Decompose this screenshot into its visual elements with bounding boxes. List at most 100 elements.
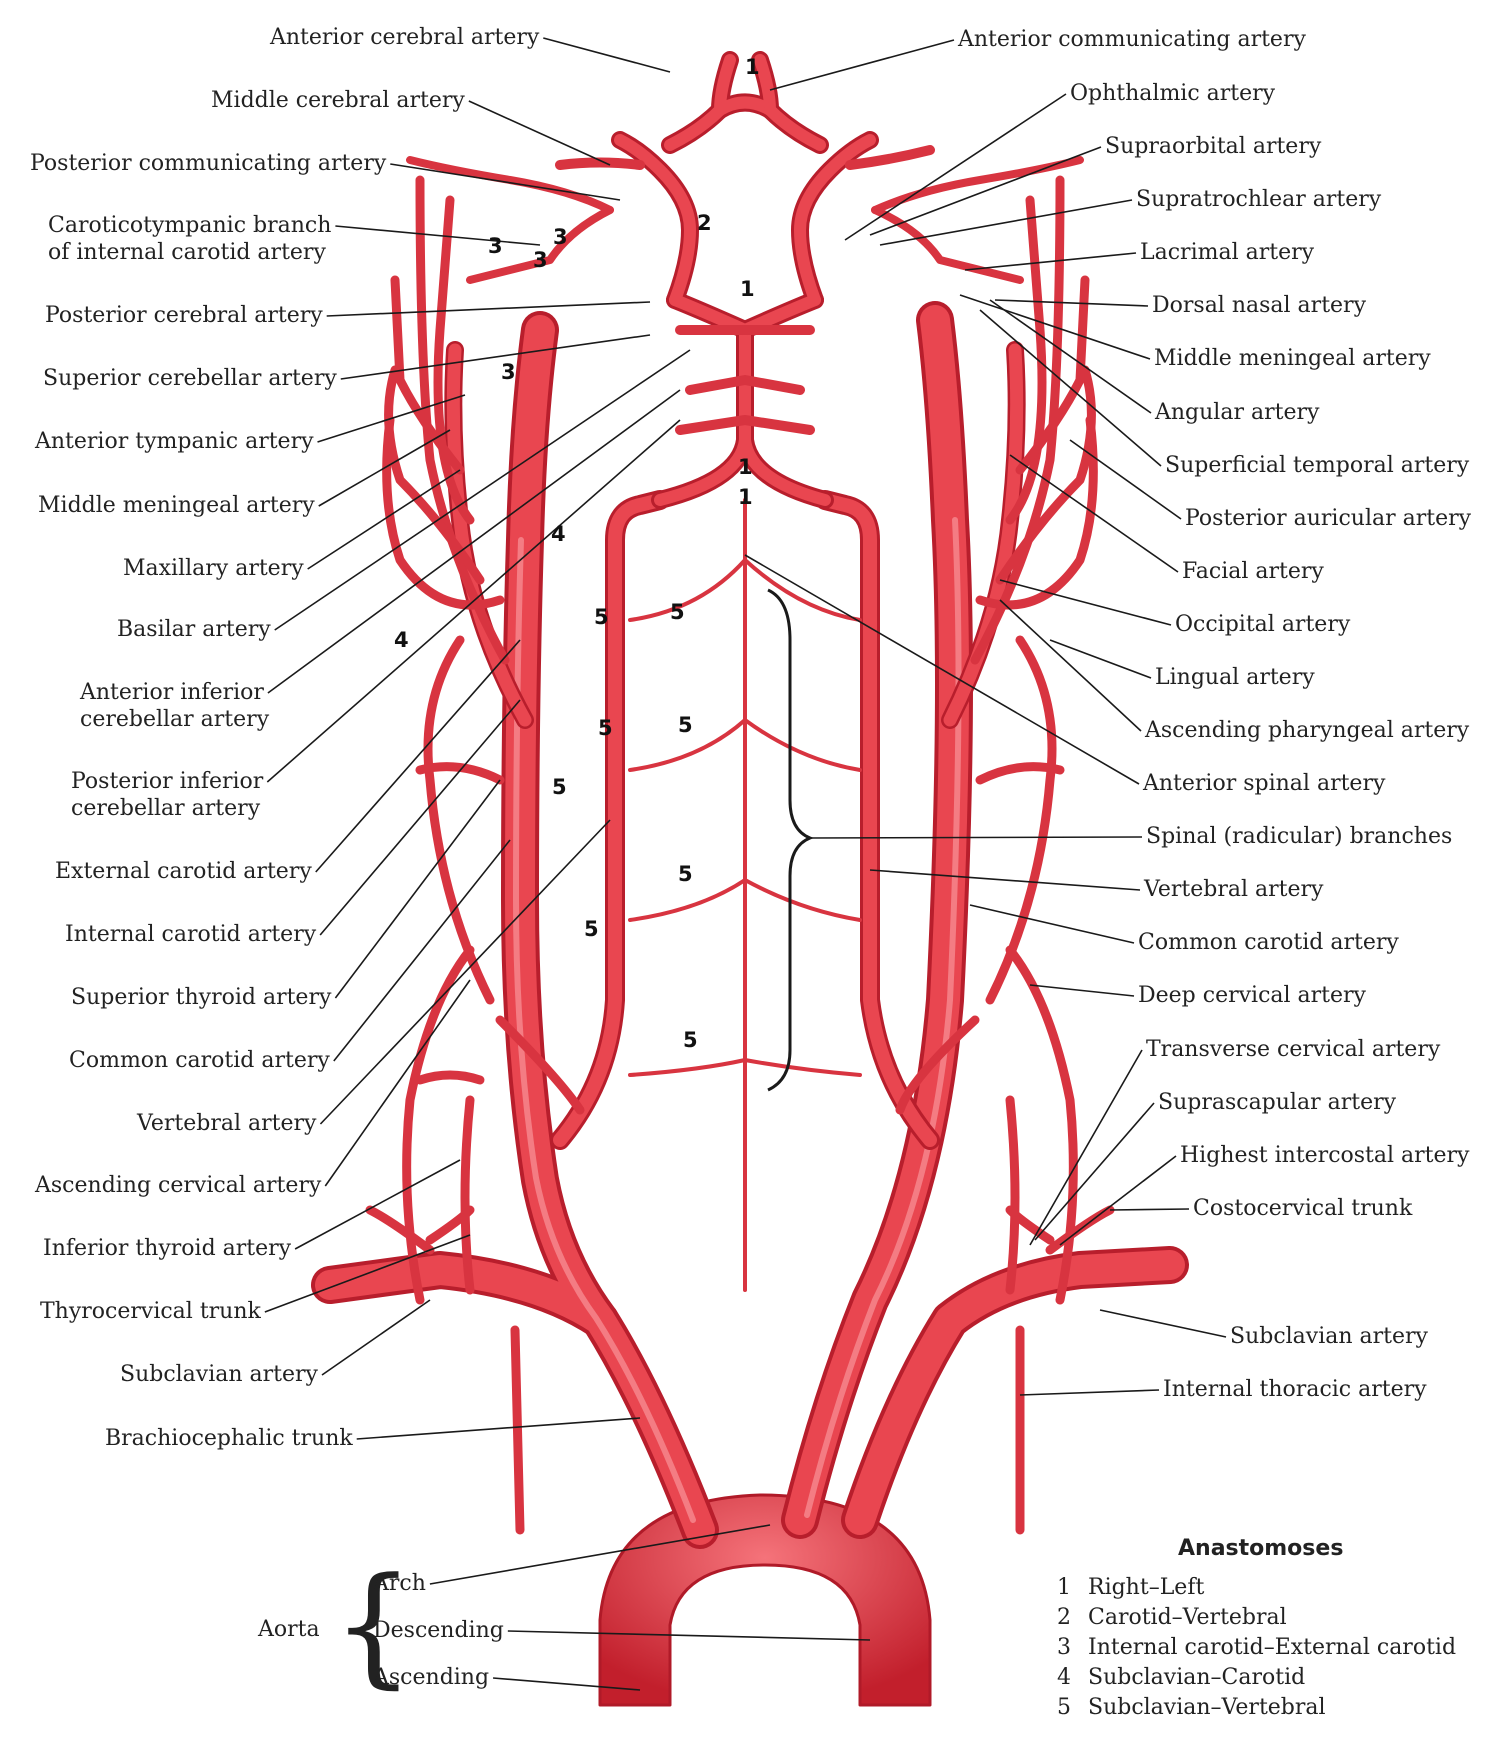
label-anterior-inferior-cerebellar: cerebellar artery <box>80 707 270 732</box>
marker-5: 5 <box>552 775 567 799</box>
leader-line <box>356 1417 641 1440</box>
label-common-carotid-artery-left: Common carotid artery <box>69 1048 330 1073</box>
label-ophthalmic-artery: Ophthalmic artery <box>1070 81 1276 106</box>
leader-line <box>318 429 451 507</box>
label-ascending-cervical-artery: Ascending cervical artery <box>35 1173 322 1198</box>
leader-line <box>1109 1208 1190 1211</box>
leader-line <box>1034 1102 1155 1241</box>
marker-5: 5 <box>594 605 609 629</box>
marker-5: 5 <box>670 600 685 624</box>
legend-text: Carotid–Vertebral <box>1088 1605 1287 1630</box>
label-of-internal-carotid-artery: of internal carotid artery <box>48 240 326 265</box>
leader-line <box>1019 1389 1160 1396</box>
leader-line <box>979 309 1162 467</box>
label-external-carotid-artery: External carotid artery <box>55 859 312 884</box>
leader-line <box>324 979 471 1187</box>
label-brachiocephalic-trunk: Brachiocephalic trunk <box>105 1426 353 1451</box>
legend-num: 4 <box>1057 1665 1071 1690</box>
label-internal-carotid-artery: Internal carotid artery <box>65 922 317 947</box>
leader-line <box>809 836 1143 839</box>
label-superior-thyroid-artery: Superior thyroid artery <box>71 985 332 1010</box>
label-transverse-cervical-artery: Transverse cervical artery <box>1146 1037 1441 1062</box>
label-superficial-temporal-artery: Superficial temporal artery <box>1165 453 1470 478</box>
label-posterior-cerebral-artery: Posterior cerebral artery <box>45 303 323 328</box>
leader-line <box>468 100 611 166</box>
leader-line <box>266 419 681 783</box>
legend-num: 5 <box>1057 1695 1071 1720</box>
legend-title: Anastomoses <box>1178 1536 1344 1561</box>
leader-line <box>1009 454 1179 573</box>
marker-1: 1 <box>745 55 760 79</box>
marker-5: 5 <box>678 713 693 737</box>
leader-line <box>999 579 1172 626</box>
label-vertebral-artery-right: Vertebral artery <box>1144 877 1324 902</box>
leader-line <box>994 299 1149 307</box>
legend-num: 3 <box>1057 1635 1071 1660</box>
leader-line <box>844 93 1067 241</box>
leader-line <box>989 299 1152 414</box>
marker-1: 1 <box>738 455 753 479</box>
label-inferior-thyroid-artery: Inferior thyroid artery <box>43 1236 292 1261</box>
label-lingual-artery: Lingual artery <box>1155 665 1315 690</box>
label-spinal-radicular-branches: Spinal (radicular) branches <box>1146 824 1453 849</box>
label-highest-intercostal-artery: Highest intercostal artery <box>1180 1143 1470 1168</box>
leader-line <box>335 225 541 246</box>
legend-text: Internal carotid–External carotid <box>1088 1635 1457 1660</box>
leader-line <box>274 349 691 631</box>
label-internal-thoracic-artery: Internal thoracic artery <box>1163 1377 1427 1402</box>
marker-3: 3 <box>501 360 516 384</box>
marker-5: 5 <box>584 917 599 941</box>
label-aorta-arch: Arch <box>373 1571 426 1596</box>
leader-line <box>315 639 521 873</box>
label-posterior-auricular-artery: Posterior auricular artery <box>1185 506 1472 531</box>
leader-line <box>959 294 1151 360</box>
spinal-brace <box>767 588 815 1092</box>
leader-line <box>334 779 501 999</box>
leader-line <box>969 904 1135 944</box>
leader-line <box>429 1524 771 1585</box>
leader-line <box>769 39 955 91</box>
label-posterior-inferior-cerebellar: cerebellar artery <box>71 796 261 821</box>
label-aorta-ascending: Ascending <box>373 1665 490 1690</box>
marker-3: 3 <box>553 225 568 249</box>
label-angular-artery: Angular artery <box>1155 400 1320 425</box>
leader-line <box>317 394 466 443</box>
label-middle-meningeal-artery-left: Middle meningeal artery <box>38 493 315 518</box>
legend-text: Subclavian–Vertebral <box>1088 1695 1326 1720</box>
leader-line <box>333 839 511 1062</box>
label-anterior-communicating-artery: Anterior communicating artery <box>958 27 1306 52</box>
label-anterior-cerebral-artery: Anterior cerebral artery <box>270 25 540 50</box>
legend-item: 5 Subclavian–Vertebral <box>1040 1693 1480 1723</box>
leader-line <box>319 699 521 936</box>
label-supratrochlear-artery: Supratrochlear artery <box>1136 187 1382 212</box>
marker-5: 5 <box>678 862 693 886</box>
label-anterior-spinal-artery: Anterior spinal artery <box>1143 771 1386 796</box>
label-subclavian-artery-right: Subclavian artery <box>1230 1324 1428 1349</box>
label-thyrocervical-trunk: Thyrocervical trunk <box>40 1299 261 1324</box>
label-basilar-artery: Basilar artery <box>117 617 271 642</box>
legend-num: 2 <box>1057 1605 1071 1630</box>
label-aorta-descending: Descending <box>373 1618 504 1643</box>
label-deep-cervical-artery: Deep cervical artery <box>1138 983 1366 1008</box>
aorta-arch <box>598 1493 932 1707</box>
marker-5: 5 <box>598 716 613 740</box>
label-superior-cerebellar-artery: Superior cerebellar artery <box>43 366 337 391</box>
legend-num: 1 <box>1057 1575 1071 1600</box>
leader-line <box>879 199 1133 246</box>
leader-line <box>1099 1309 1227 1338</box>
label-maxillary-artery: Maxillary artery <box>123 556 304 581</box>
leader-line <box>869 869 1141 891</box>
leader-lines <box>264 37 1227 1691</box>
leader-line <box>264 1234 471 1313</box>
label-vertebral-artery-left: Vertebral artery <box>137 1111 317 1136</box>
label-lacrimal-artery: Lacrimal artery <box>1140 240 1315 265</box>
label-posterior-communicating-artery: Posterior communicating artery <box>30 151 387 176</box>
leader-line <box>319 819 611 1125</box>
leader-line <box>326 301 651 317</box>
legend-item: 2 Carotid–Vertebral <box>1040 1603 1480 1633</box>
marker-5: 5 <box>683 1028 698 1052</box>
leader-line <box>869 146 1102 236</box>
marker-1: 1 <box>740 277 755 301</box>
